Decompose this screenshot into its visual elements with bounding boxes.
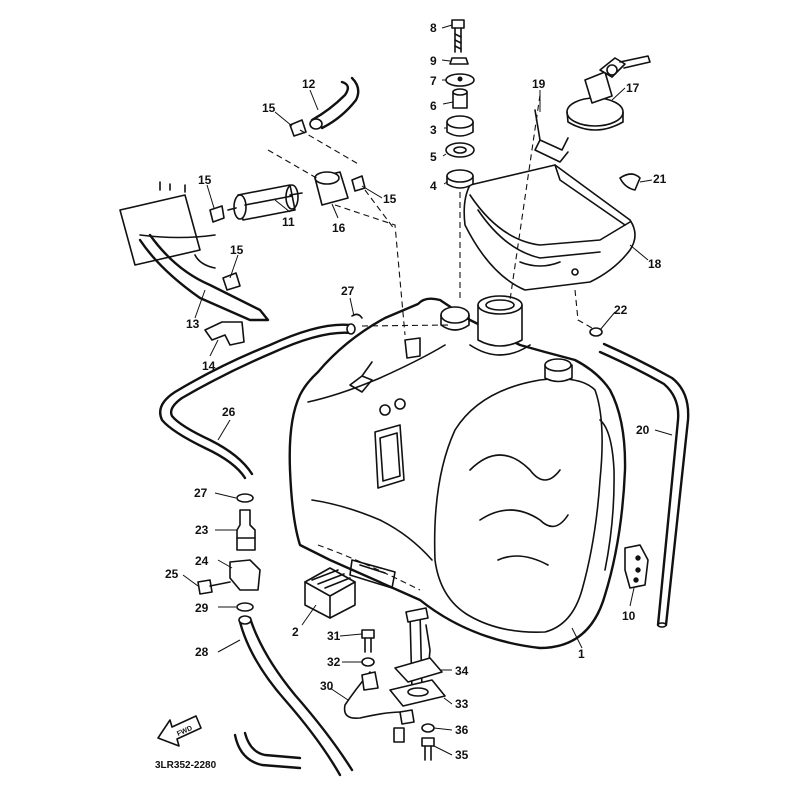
callout-17: 17 [626, 81, 640, 95]
callout-2: 2 [292, 625, 299, 639]
fuel-sender-unit [343, 607, 446, 761]
bracket-10 [624, 544, 649, 589]
callout-12: 12 [302, 77, 316, 91]
callout-21: 21 [653, 172, 667, 186]
damper-2 [304, 567, 356, 619]
callout-6: 6 [430, 99, 437, 113]
callout-labels: 1 2 3 4 5 6 7 8 9 10 11 12 13 14 15 15 1… [165, 21, 667, 762]
callout-33: 33 [455, 697, 469, 711]
callout-22: 22 [614, 303, 628, 317]
guide-line-27 [361, 324, 451, 327]
callout-25: 25 [165, 567, 179, 581]
callout-15-a: 15 [262, 101, 276, 115]
o-ring-27-top [351, 313, 363, 319]
callout-1: 1 [578, 647, 585, 661]
callout-32: 32 [327, 655, 341, 669]
callout-13: 13 [186, 317, 200, 331]
callout-19: 19 [532, 77, 546, 91]
hose-20 [589, 327, 690, 628]
guide-line-cap [509, 94, 541, 301]
callout-8: 8 [430, 21, 437, 35]
callout-31: 31 [327, 629, 341, 643]
leader-lines [182, 24, 673, 756]
callout-26: 26 [222, 405, 236, 419]
callout-11: 11 [282, 215, 295, 229]
forward-arrow: FWD [157, 715, 202, 747]
callout-3: 3 [430, 123, 437, 137]
breather-hose-26 [158, 323, 356, 480]
callout-16: 16 [332, 221, 346, 235]
fuel-tank [288, 295, 627, 650]
drawing-code: 3LR352-2280 [155, 760, 217, 771]
callout-18: 18 [648, 257, 662, 271]
callout-7: 7 [430, 74, 437, 88]
frame-section [119, 181, 270, 346]
filler-cap [566, 55, 651, 131]
callout-10: 10 [622, 609, 636, 623]
clip-21 [619, 173, 641, 191]
callout-28: 28 [195, 645, 209, 659]
callout-15-c: 15 [230, 243, 244, 257]
damper-stack [445, 19, 475, 300]
tank-cover [463, 164, 636, 291]
fuel-filter-assembly [209, 76, 406, 336]
callout-20: 20 [636, 423, 650, 437]
callout-9: 9 [430, 54, 437, 68]
drain-hose-28 [233, 615, 354, 777]
callout-36: 36 [455, 723, 469, 737]
stay-bracket [534, 109, 569, 163]
callout-27-b: 27 [194, 486, 208, 500]
callout-35: 35 [455, 748, 469, 762]
callout-14: 14 [202, 359, 216, 373]
callout-27-a: 27 [341, 284, 355, 298]
callout-23: 23 [195, 523, 209, 537]
callout-29: 29 [195, 601, 209, 615]
guide-line-22 [574, 289, 593, 329]
callout-15-d: 15 [383, 192, 397, 206]
callout-34: 34 [455, 664, 469, 678]
callout-15-b: 15 [198, 173, 212, 187]
callout-4: 4 [430, 179, 437, 193]
callout-24: 24 [195, 554, 209, 568]
fuel-cock-parts [197, 493, 261, 612]
callout-5: 5 [430, 150, 437, 164]
callout-30: 30 [320, 679, 334, 693]
